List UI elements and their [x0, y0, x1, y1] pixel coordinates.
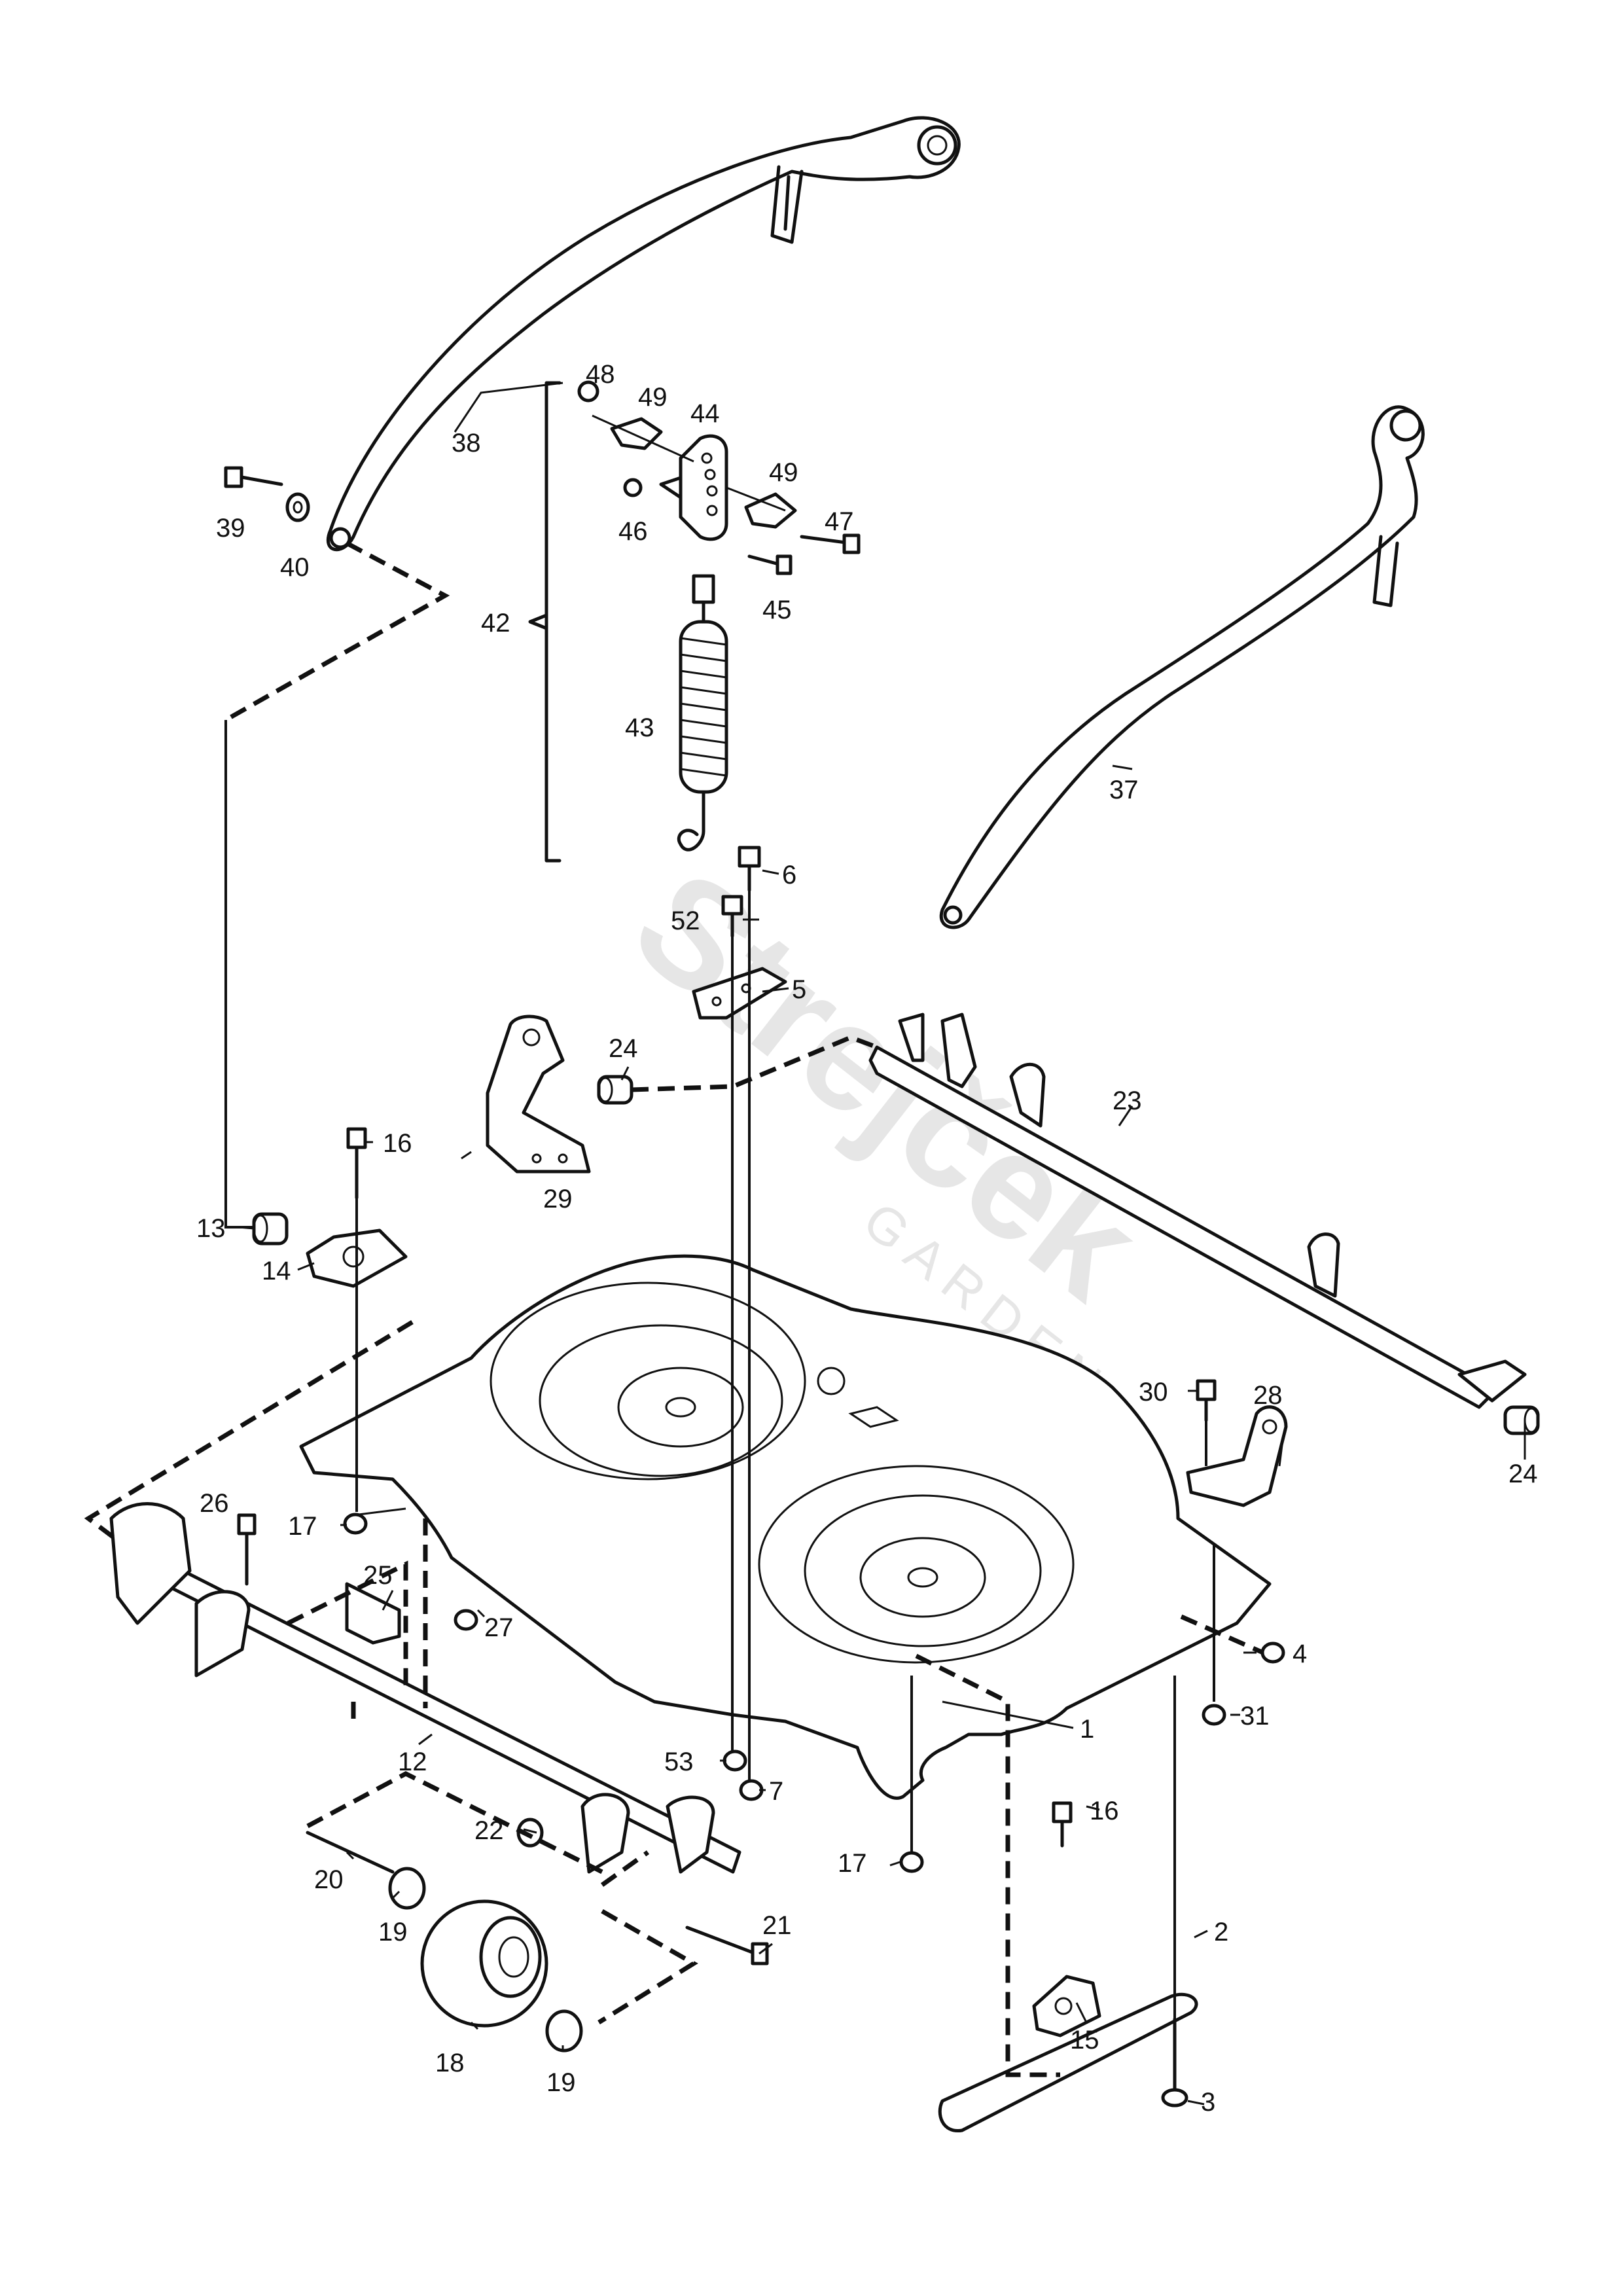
- spring-assembly-42: [528, 380, 861, 863]
- axle-bar-23: [868, 1013, 1527, 1409]
- label-20: 20: [314, 1865, 344, 1894]
- nut-53: [722, 1749, 747, 1772]
- bearing-19a: [388, 1867, 426, 1910]
- label-52: 52: [671, 906, 700, 935]
- label-4: 4: [1293, 1640, 1307, 1668]
- label-24a: 24: [609, 1034, 638, 1063]
- label-19b: 19: [546, 2068, 576, 2097]
- label-39: 39: [216, 514, 245, 543]
- assembly-guides: [84, 541, 1264, 2077]
- mower-deck-1: [299, 1254, 1272, 1800]
- label-5: 5: [792, 975, 806, 1004]
- wheel-18: [420, 1899, 548, 2028]
- label-45: 45: [762, 596, 792, 624]
- label-17b: 17: [838, 1849, 867, 1878]
- label-16a: 16: [383, 1129, 412, 1158]
- nut-27: [454, 1609, 478, 1631]
- label-42: 42: [481, 609, 510, 637]
- label-28: 28: [1253, 1381, 1283, 1410]
- bracket-28: [1186, 1405, 1288, 1507]
- nut-17a: [343, 1513, 368, 1535]
- label-1: 1: [1080, 1715, 1094, 1744]
- label-18: 18: [435, 2049, 465, 2077]
- strip-2: [938, 1992, 1198, 2132]
- bolt-16b: [1052, 1801, 1073, 1848]
- label-48: 48: [586, 360, 615, 389]
- label-12: 12: [398, 1748, 427, 1776]
- label-15: 15: [1070, 2026, 1099, 2054]
- bolt-30: [1196, 1379, 1217, 1422]
- label-13: 13: [196, 1214, 226, 1243]
- bracket-29: [486, 1014, 591, 1174]
- label-29: 29: [543, 1185, 573, 1213]
- bolt-26: [237, 1513, 257, 1586]
- nut-17b: [899, 1851, 924, 1873]
- lift-arm-38: [326, 116, 961, 552]
- label-38: 38: [452, 429, 481, 457]
- label-21: 21: [762, 1911, 792, 1940]
- label-2: 2: [1214, 1918, 1228, 1946]
- bushing-13: [252, 1212, 289, 1246]
- label-16b: 16: [1090, 1797, 1119, 1825]
- bushing-24b: [1503, 1405, 1540, 1435]
- label-3: 3: [1201, 2088, 1215, 2117]
- spacer-20: [306, 1831, 395, 1874]
- lift-arm-37: [939, 405, 1425, 929]
- nut-7: [739, 1779, 764, 1801]
- bolt-16a: [346, 1127, 367, 1200]
- bracket-15: [1032, 1975, 1101, 2037]
- label-22: 22: [474, 1816, 504, 1845]
- label-14: 14: [262, 1257, 291, 1285]
- axle-12: [109, 1502, 741, 1874]
- label-17a: 17: [288, 1512, 317, 1541]
- label-46: 46: [618, 517, 648, 546]
- leader-lines: [238, 382, 1526, 2106]
- nut-4: [1260, 1641, 1285, 1664]
- part-labels: 1 2 3 4 5 6 7 12 13 14 15 16 16 17 17 18…: [196, 360, 1538, 2117]
- bolt-6: [738, 846, 761, 892]
- bolt-39: [224, 466, 283, 488]
- label-47: 47: [825, 507, 854, 536]
- label-44: 44: [690, 399, 720, 428]
- label-27: 27: [484, 1613, 514, 1642]
- bracket-5: [692, 967, 787, 1020]
- label-24b: 24: [1508, 1460, 1538, 1488]
- label-26: 26: [200, 1489, 229, 1518]
- label-19a: 19: [378, 1918, 408, 1946]
- label-43: 43: [625, 713, 654, 742]
- clip-25: [345, 1582, 401, 1645]
- label-37: 37: [1109, 776, 1139, 804]
- label-49b: 49: [769, 458, 798, 487]
- bearing-19b: [545, 2009, 583, 2053]
- label-30: 30: [1139, 1378, 1168, 1407]
- label-6: 6: [782, 861, 796, 889]
- washer-40: [285, 492, 310, 522]
- label-25: 25: [363, 1561, 393, 1590]
- bolt-3: [1161, 2017, 1188, 2108]
- bolt-52: [721, 895, 743, 938]
- label-49a: 49: [638, 383, 668, 412]
- nut-31: [1202, 1704, 1226, 1726]
- label-53: 53: [664, 1748, 694, 1776]
- label-7: 7: [769, 1777, 783, 1806]
- label-23: 23: [1113, 1086, 1142, 1115]
- bushing-24a: [597, 1075, 633, 1105]
- label-40: 40: [280, 553, 310, 582]
- bolt-21: [685, 1926, 769, 1965]
- label-31: 31: [1240, 1702, 1270, 1731]
- washer-22: [516, 1818, 544, 1848]
